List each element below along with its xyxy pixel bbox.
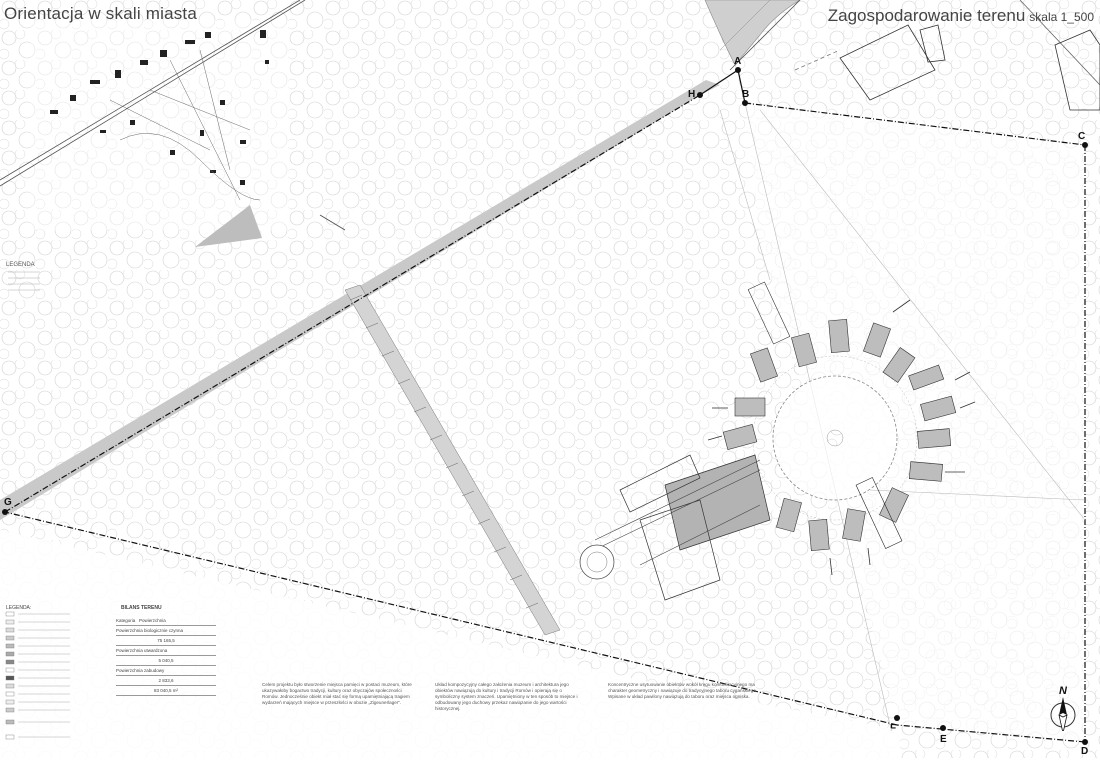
boundary-markers [2,67,1088,745]
bilans-label: Powierzchnia zabudowy [116,668,165,673]
bilans-table: Kategoria Powierzchnia Powierzchnia biol… [116,616,216,696]
bilans-value: 5 040,5 [158,658,174,663]
marker-b: B [742,89,749,100]
legend-bottom-label: LEGENDA: [6,605,32,611]
plot-boundary [4,69,1086,743]
description-1: Celem projektu było stworzenie miejsca p… [262,682,412,705]
central-plaza [752,355,918,521]
access-road [704,0,801,71]
bilans-row: 75 165,5 [116,636,216,646]
pedestrian-path [344,284,561,636]
museum-building [579,454,771,601]
bilans-row: 2 833,6 [116,676,216,686]
bilans-label: Powierzchnia utwardzona [116,648,168,653]
marker-h: H [688,89,695,100]
marker-e: E [940,734,947,745]
bilans-row: Powierzchnia biologicznie czynna [116,626,216,636]
bilans-label: Powierzchnia biologicznie czynna [116,628,184,633]
bilans-label: Kategoria [116,618,136,623]
bilans-title: BILANS TERENU [121,605,162,611]
description-2: Układ kompozycyjny całego założenia muze… [435,682,578,711]
north-arrow-icon: N [1050,685,1076,731]
entry-arrows [707,299,976,576]
bilans-row: 5 040,5 [116,656,216,666]
bilans-total: 83 040,5 m² [153,688,178,693]
bilans-row: 83 040,5 m² [116,686,216,696]
bilans-value: 2 833,6 [158,678,174,683]
marker-g: G [4,497,12,508]
site-plan-title-text: Zagospodarowanie terenu [827,6,1026,25]
marker-c: C [1078,131,1085,142]
bilans-row: Powierzchnia zabudowy [116,666,216,676]
bilans-row: Powierzchnia utwardzona [116,646,216,656]
marker-a: A [734,56,741,67]
marker-f: F [890,723,896,734]
legend-swatches [5,271,70,740]
bilans-value: 75 165,5 [157,638,175,643]
marker-d: D [1081,746,1088,757]
pavilions [722,281,957,552]
description-3: Koncentryczne usytuowanie obiektów wokół… [608,682,758,699]
town-orientation-map [30,20,346,247]
bilans-value: Powierzchnia [139,618,166,623]
legend-top-label: LEGENDA [6,262,35,268]
existing-buildings [794,0,1100,111]
bilans-row: Kategoria Powierzchnia [116,616,216,626]
scale-label: skala 1_500 [1029,10,1094,24]
north-label: N [1059,685,1068,697]
railway-line [0,0,306,187]
orientation-title: Orientacja w skali miasta [4,4,198,23]
